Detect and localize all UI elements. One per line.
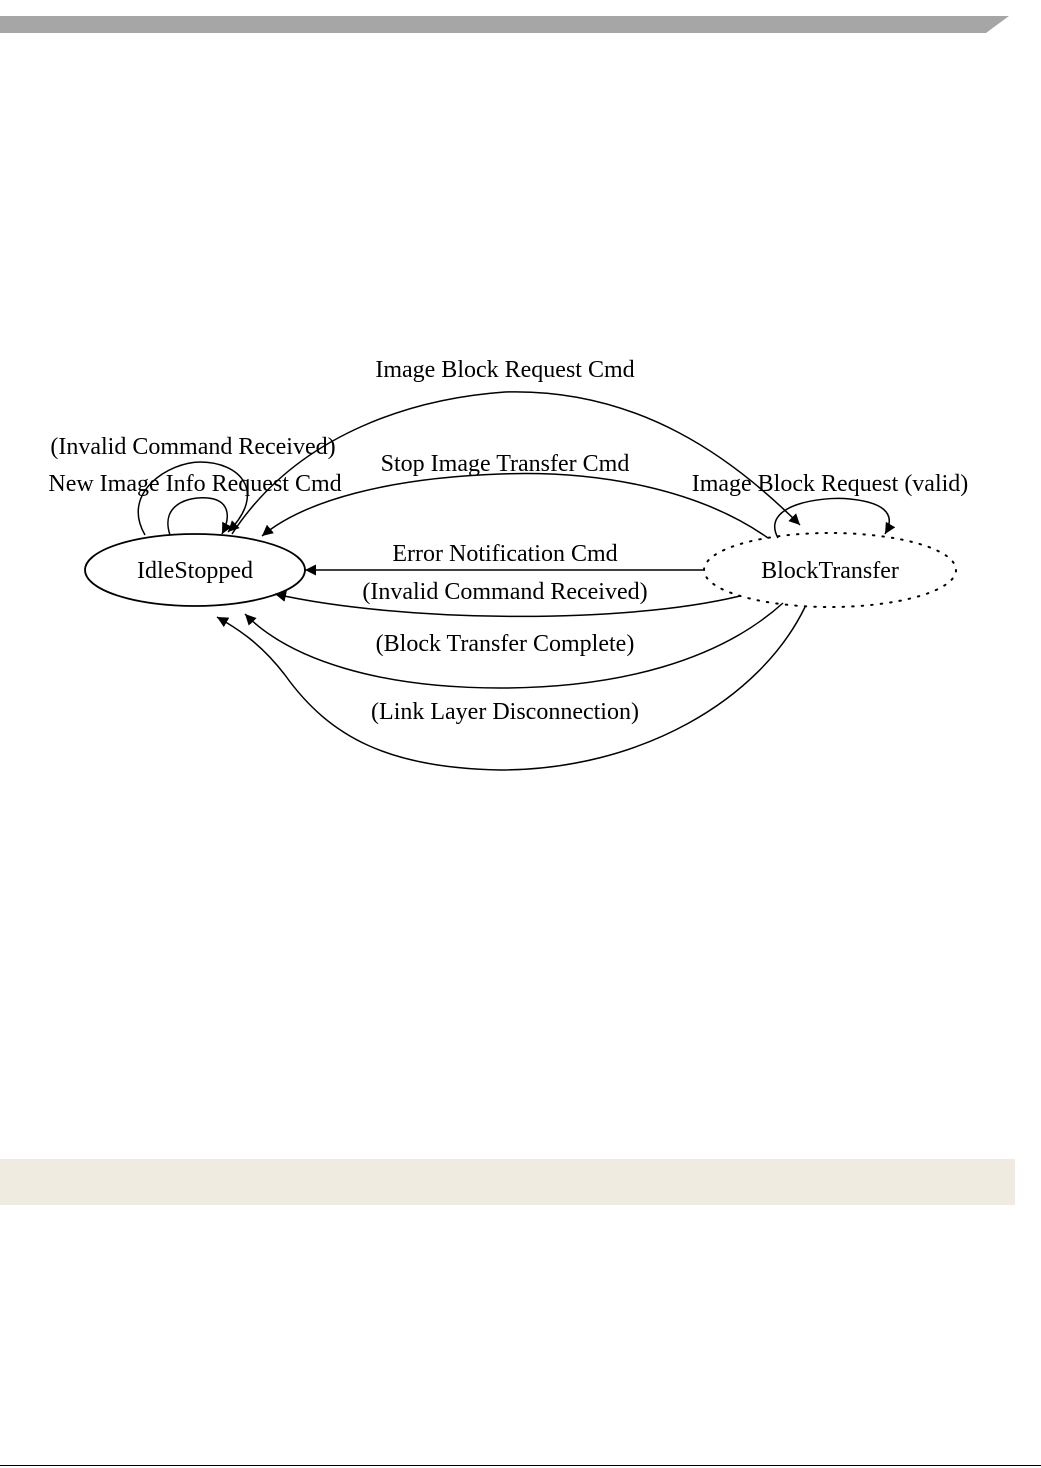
footer-band	[0, 1159, 1015, 1205]
edge-idle-self-loop-invalid	[137, 461, 249, 536]
edge-stop-image-transfer-label: Stop Image Transfer Cmd	[381, 451, 630, 477]
edge-idle-self-loop-new-image-label: New Image Info Request Cmd	[48, 471, 341, 497]
edge-block-self-loop-valid-label: Image Block Request (valid)	[692, 471, 969, 497]
state-idle-stopped-label: IdleStopped	[137, 558, 253, 584]
edge-invalid-command	[274, 591, 741, 618]
edge-stop-image-transfer	[261, 472, 769, 539]
edge-block-transfer-complete-label: (Block Transfer Complete)	[376, 631, 635, 657]
edge-image-block-request-cmd-label: Image Block Request Cmd	[375, 357, 634, 383]
header-bar	[0, 16, 1009, 33]
edge-image-block-request-cmd	[231, 391, 801, 535]
edge-link-layer-disconnection	[216, 606, 806, 771]
edge-idle-self-loop-new-image	[167, 496, 232, 536]
edge-idle-self-loop-invalid-label: (Invalid Command Received)	[50, 434, 335, 460]
edge-link-layer-disconnection-label: (Link Layer Disconnection)	[371, 699, 639, 725]
header-bar-shape	[0, 16, 1009, 33]
bottom-rule	[0, 1465, 1041, 1466]
edge-block-self-loop-valid	[774, 497, 896, 539]
state-block-transfer-label: BlockTransfer	[761, 558, 899, 584]
edge-block-transfer-complete	[244, 602, 784, 689]
edge-invalid-command-label: (Invalid Command Received)	[362, 579, 647, 605]
state-diagram: IdleStopped BlockTransfer Image Block Re…	[48, 357, 969, 771]
edge-error-notification-label: Error Notification Cmd	[392, 541, 617, 567]
